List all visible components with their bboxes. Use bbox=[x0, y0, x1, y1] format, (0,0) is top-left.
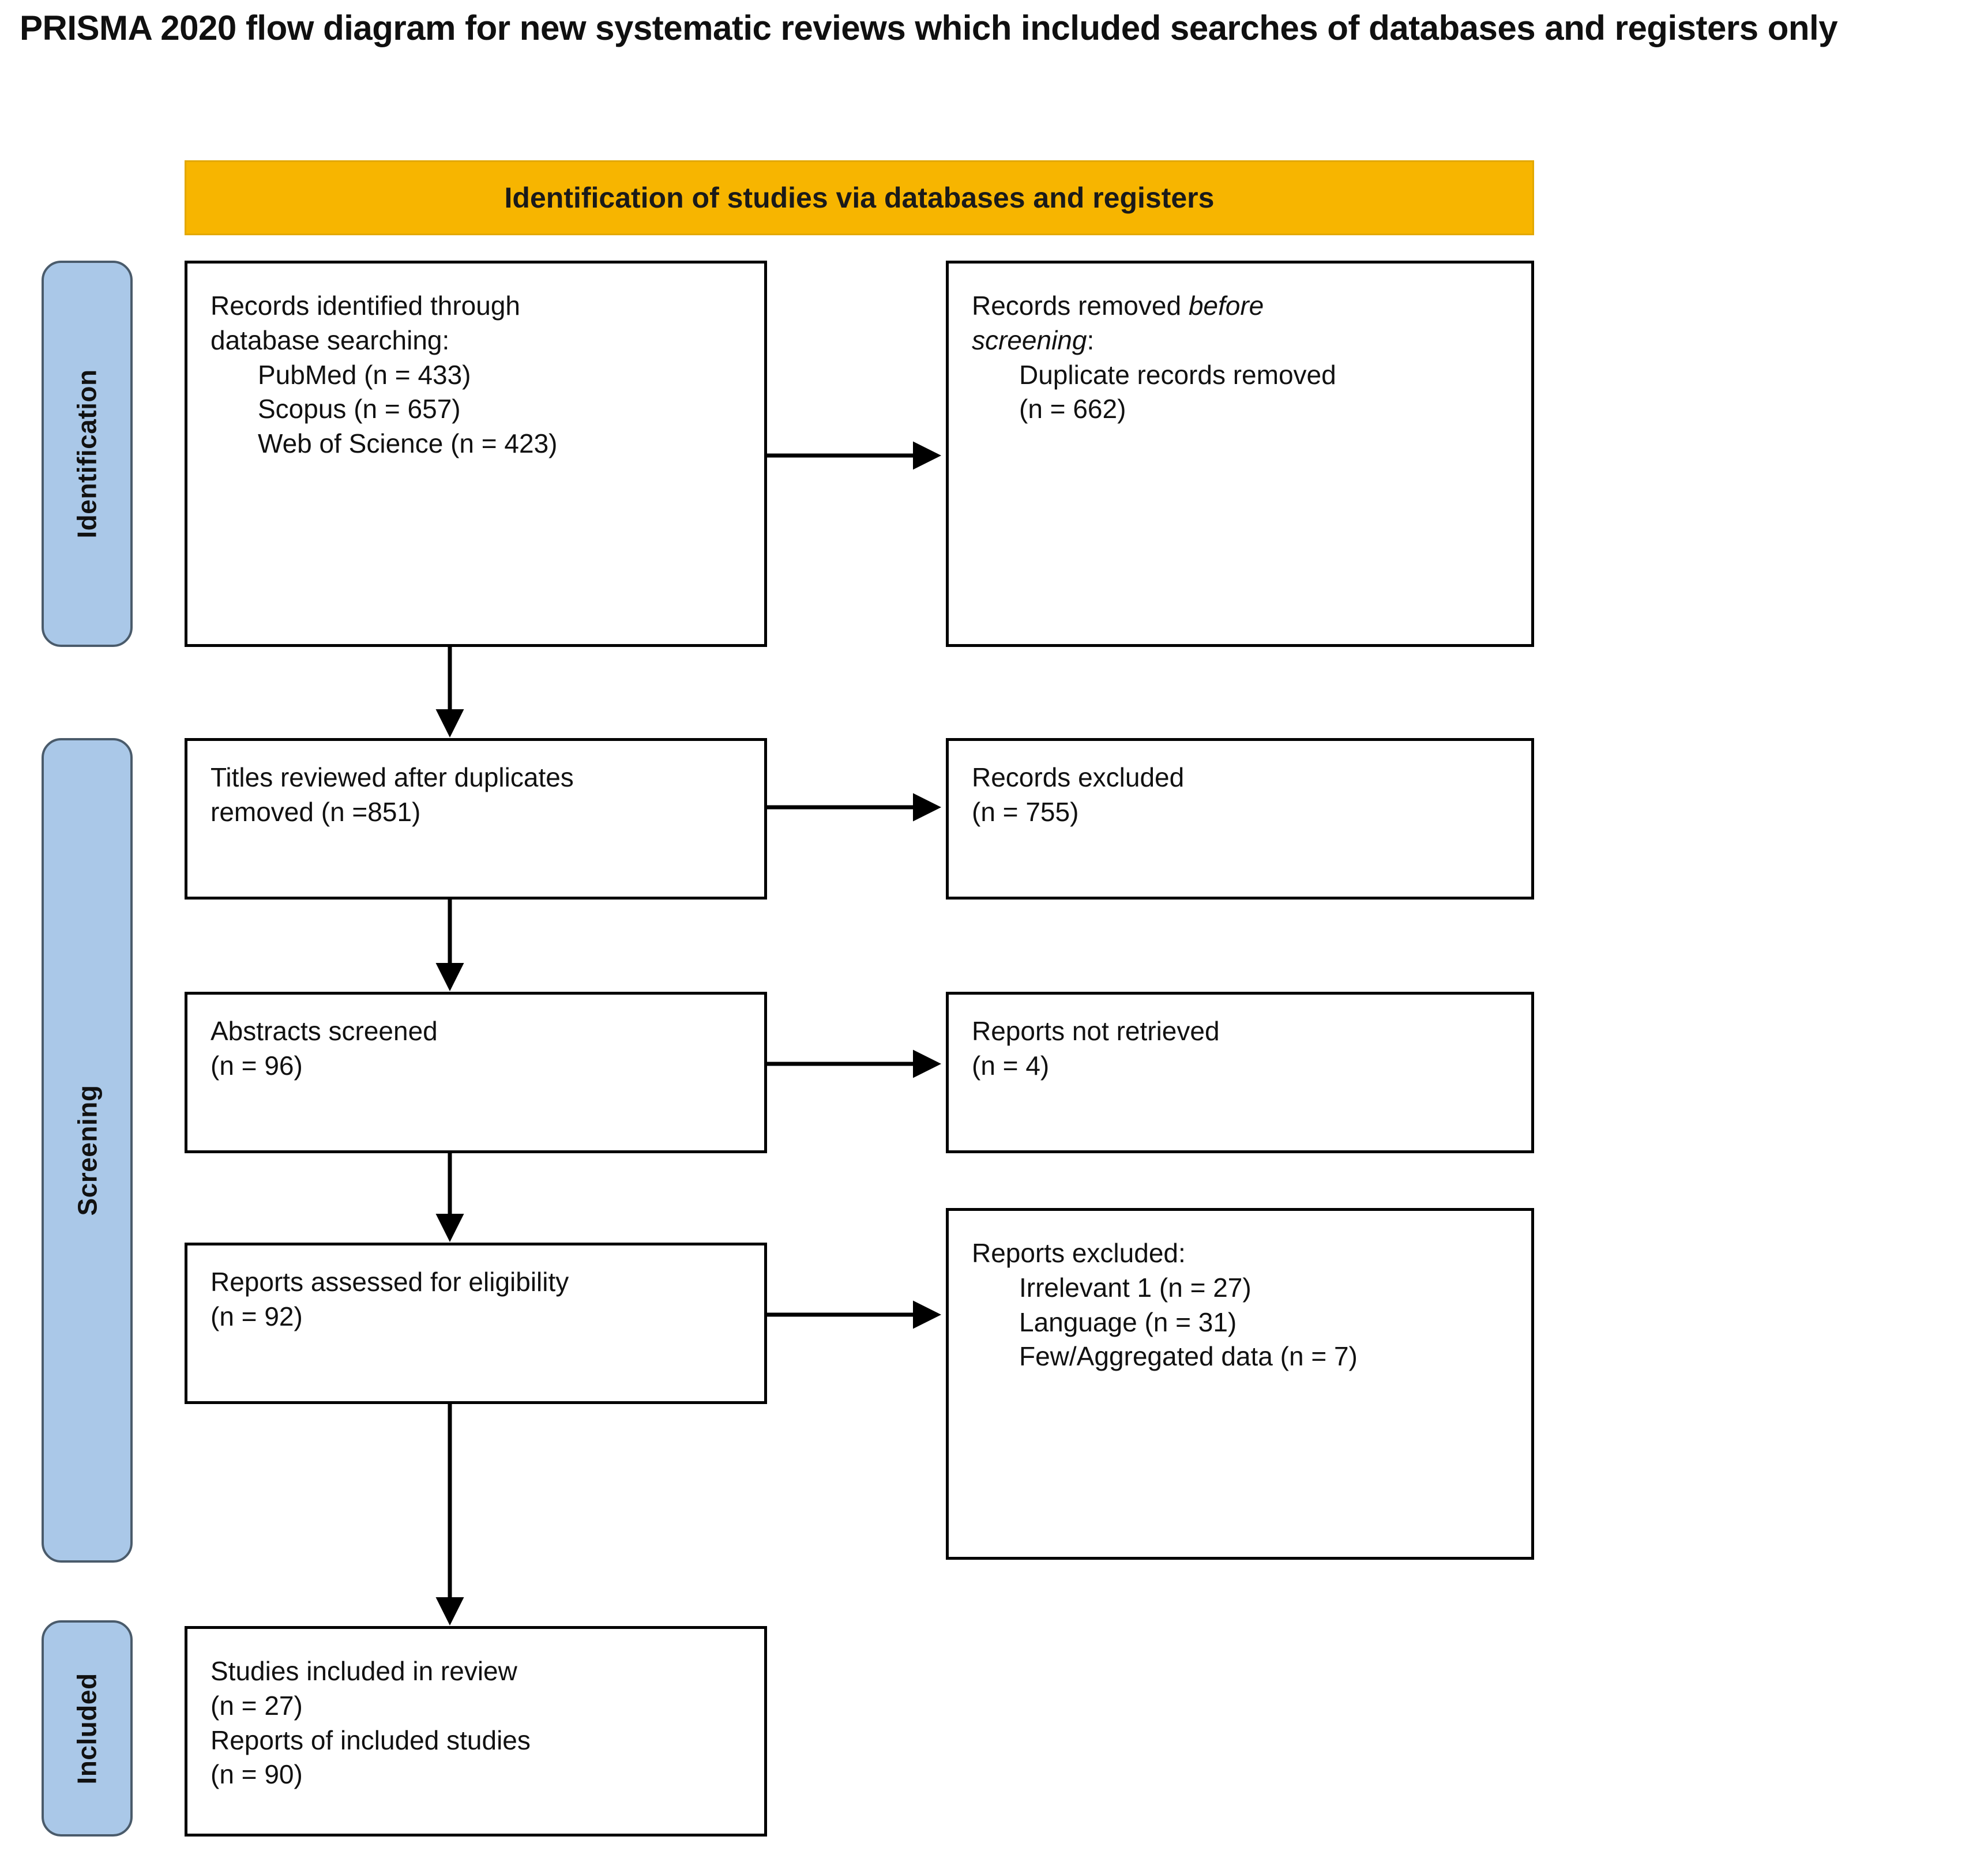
reports-not-retrieved-line-1: Reports not retrieved bbox=[972, 1016, 1220, 1046]
box-reports-assessed-for-eligibility: Reports assessed for eligibility (n = 92… bbox=[185, 1243, 767, 1404]
stage-label-screening: Screening bbox=[72, 1085, 103, 1216]
records-excluded-line-1: Records excluded bbox=[972, 762, 1185, 792]
abstracts-screened-line-1: Abstracts screened bbox=[211, 1016, 438, 1046]
duplicate-records-removed-count: (n = 662) bbox=[1019, 394, 1126, 424]
records-identified-line-1: Records identified through bbox=[211, 291, 520, 321]
reports-excluded-reason-language: Language (n = 31) bbox=[1019, 1307, 1237, 1337]
reports-not-retrieved-count: (n = 4) bbox=[972, 1050, 1050, 1081]
reports-excluded-reason-irrelevant: Irrelevant 1 (n = 27) bbox=[1019, 1272, 1252, 1303]
records-excluded-count: (n = 755) bbox=[972, 796, 1079, 827]
stage-label-identification: Identification bbox=[72, 369, 103, 539]
box-records-excluded: Records excluded (n = 755) bbox=[946, 738, 1534, 900]
records-identified-line-2: database searching: bbox=[211, 325, 450, 355]
box-reports-excluded: Reports excluded: Irrelevant 1 (n = 27) … bbox=[946, 1208, 1534, 1560]
stage-bar-included: Included bbox=[42, 1620, 133, 1837]
box-abstracts-screened: Abstracts screened (n = 96) bbox=[185, 992, 767, 1153]
records-removed-line-2-emphasis: screening bbox=[972, 325, 1087, 355]
duplicate-records-removed-line: Duplicate records removed bbox=[1019, 359, 1336, 390]
reports-excluded-heading: Reports excluded: bbox=[972, 1238, 1186, 1268]
records-removed-line-2-post: : bbox=[1087, 325, 1095, 355]
titles-reviewed-line-2: removed (n =851) bbox=[211, 796, 421, 827]
box-reports-not-retrieved: Reports not retrieved (n = 4) bbox=[946, 992, 1534, 1153]
box-records-removed-before-screening: Records removed before screening: Duplic… bbox=[946, 261, 1534, 647]
identification-banner-label: Identification of studies via databases … bbox=[504, 182, 1215, 214]
reports-eligibility-line-1: Reports assessed for eligibility bbox=[211, 1267, 569, 1297]
reports-of-included-studies-count: (n = 90) bbox=[211, 1759, 303, 1790]
records-identified-source-web-of-science: Web of Science (n = 423) bbox=[258, 428, 558, 459]
studies-included-count: (n = 27) bbox=[211, 1690, 303, 1721]
stage-label-included: Included bbox=[72, 1672, 102, 1785]
records-removed-line-2: screening: bbox=[972, 323, 1508, 358]
box-records-identified: Records identified through database sear… bbox=[185, 261, 767, 647]
reports-eligibility-count: (n = 92) bbox=[211, 1301, 303, 1331]
reports-excluded-reason-few-aggregated-data: Few/Aggregated data (n = 7) bbox=[1019, 1341, 1358, 1372]
titles-reviewed-line-1: Titles reviewed after duplicates bbox=[211, 762, 574, 792]
box-studies-included-in-review: Studies included in review (n = 27) Repo… bbox=[185, 1626, 767, 1837]
studies-included-line-1: Studies included in review bbox=[211, 1656, 517, 1686]
abstracts-screened-count: (n = 96) bbox=[211, 1050, 303, 1081]
records-removed-line-1: Records removed before bbox=[972, 289, 1508, 323]
identification-banner: Identification of studies via databases … bbox=[185, 160, 1534, 235]
records-identified-source-pubmed: PubMed (n = 433) bbox=[258, 359, 471, 390]
records-removed-line-1-pre: Records removed bbox=[972, 291, 1189, 321]
records-identified-source-scopus: Scopus (n = 657) bbox=[258, 394, 461, 424]
records-removed-line-1-emphasis: before bbox=[1188, 291, 1264, 321]
page-title: PRISMA 2020 flow diagram for new systema… bbox=[20, 9, 1838, 47]
box-titles-reviewed: Titles reviewed after duplicates removed… bbox=[185, 738, 767, 900]
reports-of-included-studies-line: Reports of included studies bbox=[211, 1725, 531, 1755]
stage-bar-screening: Screening bbox=[42, 738, 133, 1563]
stage-bar-identification: Identification bbox=[42, 261, 133, 647]
